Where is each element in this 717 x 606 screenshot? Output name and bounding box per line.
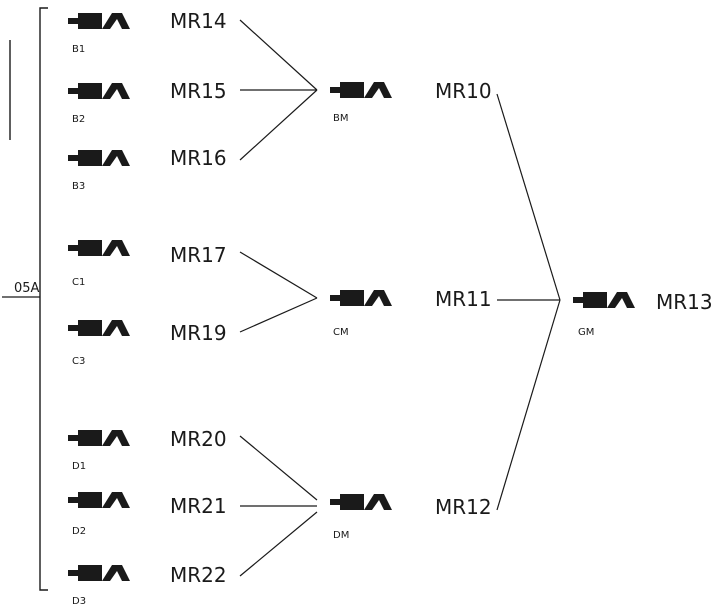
- item-B1: B1 MR14: [68, 9, 227, 55]
- item-code: B1: [72, 44, 85, 55]
- connector-line: [239, 297, 318, 333]
- connector-line: [239, 251, 318, 299]
- group-DM: DM MR12: [330, 494, 492, 541]
- group-CM: CM MR11: [330, 287, 492, 338]
- item-part: MR15: [170, 79, 227, 103]
- item-part: MR14: [170, 9, 227, 33]
- group-code: DM: [333, 530, 349, 541]
- item-C3: C3 MR19: [68, 320, 227, 367]
- connector-line: [496, 93, 561, 301]
- item-code: D2: [72, 526, 86, 537]
- connector-line: [239, 19, 318, 91]
- key-profile-icon: [68, 13, 130, 29]
- grand-GM: GM MR13: [573, 290, 713, 338]
- item-code: C3: [72, 356, 85, 367]
- grand-part: MR13: [656, 290, 713, 314]
- item-code: D1: [72, 461, 86, 472]
- group-BM: BM MR10: [330, 79, 492, 124]
- key-profile-icon: [330, 494, 392, 510]
- connector-line: [496, 299, 561, 511]
- item-C1: C1 MR17: [68, 240, 227, 288]
- connector-line: [239, 89, 318, 161]
- key-profile-icon: [68, 240, 130, 256]
- left-frame: [9, 7, 48, 591]
- item-part: MR19: [170, 321, 227, 345]
- key-profile-icon: [68, 320, 130, 336]
- item-D2: D2 MR21: [68, 492, 227, 537]
- key-profile-icon: [573, 292, 635, 308]
- grand-code: GM: [578, 327, 594, 338]
- key-profile-icon: [68, 83, 130, 99]
- key-profile-icon: [330, 82, 392, 98]
- item-code: D3: [72, 596, 86, 606]
- item-code: B2: [72, 114, 85, 125]
- item-part: MR16: [170, 146, 227, 170]
- item-part: MR20: [170, 427, 227, 451]
- connector-line: [239, 435, 318, 501]
- key-profile-icon: [330, 290, 392, 306]
- key-profile-icon: [68, 565, 130, 581]
- item-part: MR17: [170, 243, 227, 267]
- item-part: MR22: [170, 563, 227, 587]
- group-part: MR12: [435, 495, 492, 519]
- connector-line: [239, 511, 318, 577]
- group-part: MR11: [435, 287, 492, 311]
- item-D3: D3 MR22: [68, 563, 227, 606]
- group-code: BM: [333, 113, 349, 124]
- key-profile-icon: [68, 430, 130, 446]
- group-code: CM: [333, 327, 349, 338]
- key-profile-icon: [68, 150, 130, 166]
- item-B2: B2 MR15: [68, 79, 227, 125]
- root-label: 05A: [14, 281, 40, 296]
- key-profile-icon: [68, 492, 130, 508]
- item-code: C1: [72, 277, 85, 288]
- group-part: MR10: [435, 79, 492, 103]
- item-D1: D1 MR20: [68, 427, 227, 472]
- item-B3: B3 MR16: [68, 146, 227, 192]
- item-code: B3: [72, 181, 85, 192]
- item-part: MR21: [170, 494, 227, 518]
